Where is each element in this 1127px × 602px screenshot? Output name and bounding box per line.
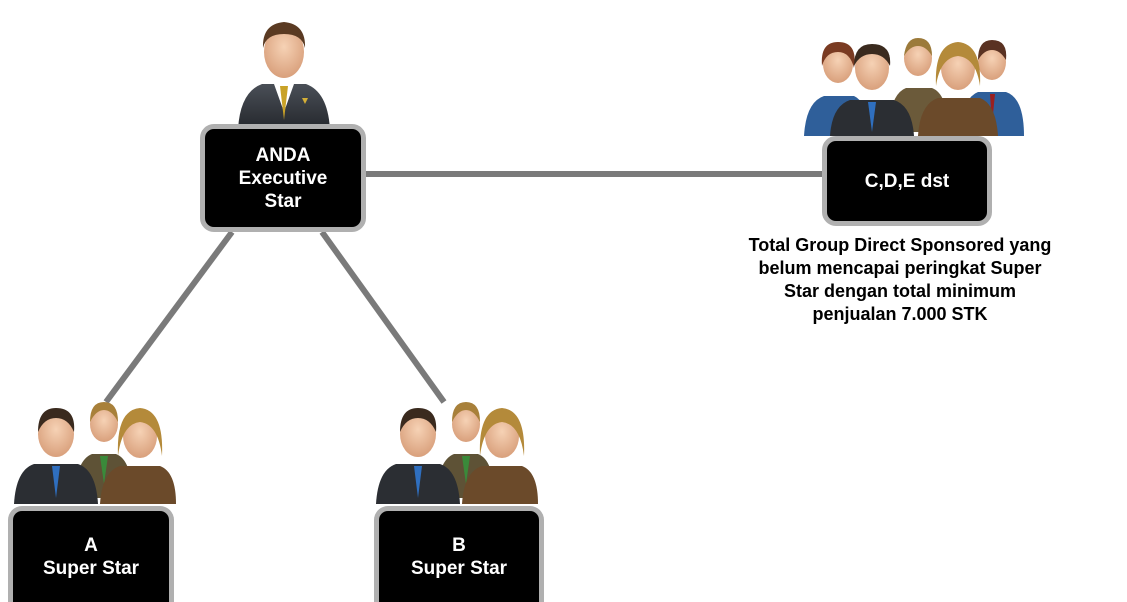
- caption-line: Star dengan total minimum: [783, 281, 1017, 301]
- node-label-line: ANDA: [255, 144, 311, 166]
- node-label-line: Executive: [238, 167, 328, 189]
- node-label-line: Super Star: [410, 557, 508, 579]
- single-businessman-icon: [238, 22, 330, 130]
- group-of-five-people-icon: [804, 38, 1024, 136]
- group-of-three-people-icon: [376, 402, 538, 504]
- node-a-super-star: A Super Star: [8, 506, 174, 602]
- node-b-super-star: B Super Star: [374, 506, 544, 602]
- node-cde-dst: C,D,E dst: [822, 136, 992, 226]
- node-label-line: Star: [264, 190, 302, 212]
- node-label-line: A: [84, 534, 98, 556]
- connector-anda-to-b: [319, 230, 447, 404]
- caption-line: belum mencapai peringkat Super: [758, 258, 1042, 278]
- connector-anda-to-a: [103, 230, 235, 404]
- caption-line: penjualan 7.000 STK: [812, 304, 988, 324]
- group-of-three-people-icon: [14, 402, 176, 504]
- cde-caption: Total Group Direct Sponsored yang belum …: [700, 234, 1100, 326]
- node-anda-executive-star: ANDA Executive Star: [200, 124, 366, 232]
- caption-line: Total Group Direct Sponsored yang: [748, 235, 1052, 255]
- node-label-line: B: [452, 534, 466, 556]
- node-label-line: Super Star: [42, 557, 140, 579]
- node-label-line: C,D,E dst: [864, 170, 950, 192]
